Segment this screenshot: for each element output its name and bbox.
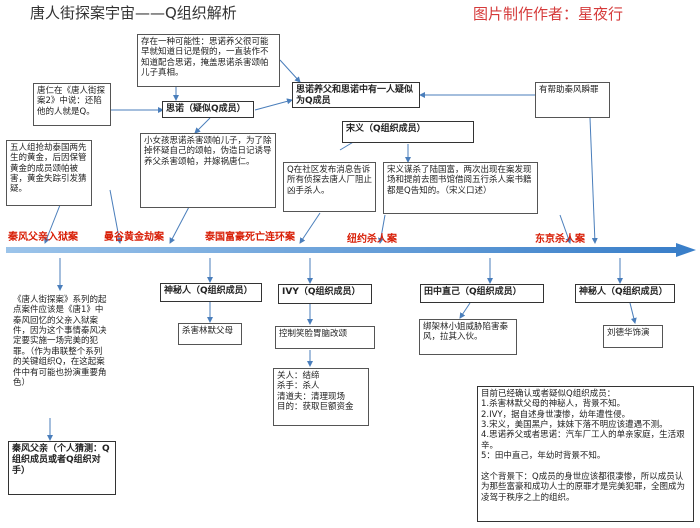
event-qin-father: 秦风父亲入狱案 <box>8 232 78 243</box>
event-bangkok-gold: 曼谷黄金劫案 <box>104 232 164 243</box>
qin-father-notes: 《唐人街探案》系列的起点案件应该是《唐1》中秦风回忆的父亲入狱案件，因为这个事情… <box>13 295 107 388</box>
helper-note: 有帮助秦风瞬罪 <box>535 82 610 118</box>
event-tokyo: 东京杀人案 <box>535 234 585 245</box>
author-credit: 图片制作作者：星夜行 <box>473 5 624 23</box>
right-mystery-action: 刘德华饰演 <box>603 325 663 348</box>
timeline-bar <box>6 247 676 253</box>
event-thai-tycoon: 泰国富豪死亡连环案 <box>205 232 295 243</box>
ivy-action: 控制笑脸胃脑改颂 <box>275 326 375 349</box>
timeline-arrowhead <box>676 243 696 257</box>
ivy-roles: 关人：结缔 杀手：杀人 清道夫：清理现场 目的：获取巨额资金 <box>273 368 369 426</box>
songyi-plot-note: 宋义谋杀了陆国富，两次出现在案发现场和提前去图书馆借阅五行杀人案书籍都是Q告知的… <box>383 162 538 214</box>
songyi-node: 宋义（Q组织成员） <box>342 121 474 143</box>
qin-father-node: 秦风父亲（个人猜测：Q组织成员或者Q组织对手） <box>8 441 116 495</box>
girl-kill-note: 小女孩思诺杀害颂帕儿子，为了除掉怀疑自己的颂帕，伪造日记诱导养父杀害颂帕，并嫁祸… <box>140 133 276 208</box>
summary-panel: 目前已经确认或者疑似Q组织成员： 1.杀害林默父母的神秘人，背景不知。 2.IV… <box>477 386 694 522</box>
tangren-quote: 唐仁在《唐人街探案2》中说：还陷他的人就是Q。 <box>33 83 111 126</box>
gold-case-note: 五人组抢劫泰国两先生的黄金，后因保管黄金的成员颂帕被害，黄金失踪引发猜疑。 <box>6 140 92 206</box>
mystery-person-node: 神秘人（Q组织成员） <box>160 283 262 302</box>
mystery-person-action: 杀害林默父母 <box>178 323 242 345</box>
event-new-york: 纽约杀人案 <box>347 234 397 245</box>
sinuo-node: 思诺（疑似Q成员） <box>162 101 254 118</box>
community-note: Q在社区发布消息告诉所有侦探去唐人厂阻止凶手杀人。 <box>283 162 376 212</box>
possibility-note: 存在一种可能性：思诺养父很可能早就知道日记是假的，一直装作不知道配合思诺，掩盖思… <box>137 34 280 87</box>
right-mystery-node: 神秘人（Q组织成员） <box>575 284 675 303</box>
ivy-node: IVY（Q组织成员） <box>278 284 372 304</box>
sinuo-father-node: 思诺养父和思诺中有一人疑似为Q成员 <box>292 82 420 108</box>
page-title: 唐人街探案宇宙——Q组织解析 <box>30 4 237 22</box>
tanaka-node: 田中直己（Q组织成员） <box>420 284 544 303</box>
tanaka-action: 绑架林小姐威胁陷害秦风，拉其入伙。 <box>419 319 517 355</box>
